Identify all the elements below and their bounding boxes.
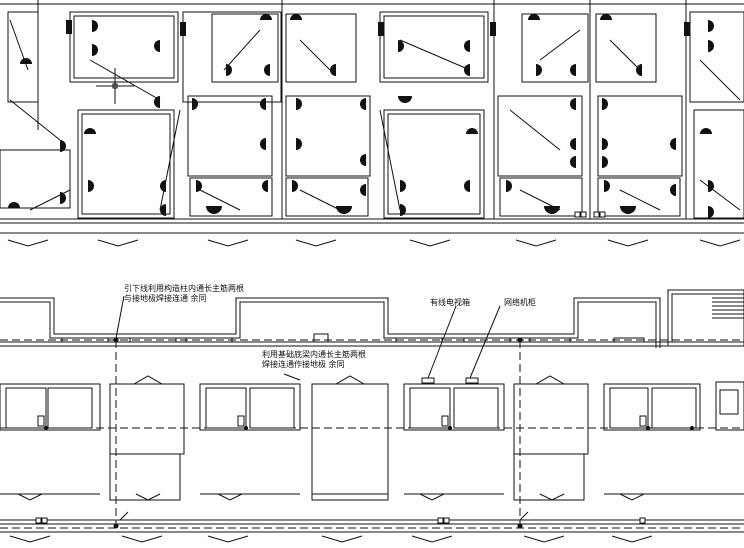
downconductor-note-line2: 与接地极焊接连通 余同 (124, 294, 207, 303)
vent-markers (17, 375, 645, 501)
distribution-box-icons (66, 20, 690, 36)
downconductor-note-line1: 引下线利用构造柱内通长主筋两根 (124, 284, 244, 293)
upper-door-markers (7, 239, 741, 247)
lower-grounding-plan (0, 289, 744, 543)
crosshair-cursor (96, 68, 134, 104)
catv-box-label: 有线电视箱 (430, 298, 470, 307)
socket-pair-icons (574, 211, 606, 218)
downconductor-note: 引下线利用构造柱内通长主筋两根 与接地极焊接连通 余同 (124, 284, 244, 304)
foundation-note-line2: 焊接连通作接地极 余同 (262, 360, 345, 369)
equipment-box-icons (35, 377, 647, 524)
ceiling-lamp-icons (8, 14, 714, 218)
upper-wiring (9, 19, 741, 211)
stair-treads (712, 297, 744, 319)
foundation-note: 利用基础底梁内通长主筋两根 焊接连通作接地极 余同 (262, 350, 366, 370)
network-cabinet-label: 网络机柜 (504, 298, 536, 307)
lower-door-markers (9, 535, 653, 543)
grounding-point-icons (44, 337, 694, 529)
upper-lighting-plan (0, 0, 744, 247)
window-marks (61, 333, 645, 343)
annotation-leaders (115, 295, 529, 521)
foundation-note-line1: 利用基础底梁内通长主筋两根 (262, 350, 366, 359)
upper-walls (0, 0, 744, 234)
